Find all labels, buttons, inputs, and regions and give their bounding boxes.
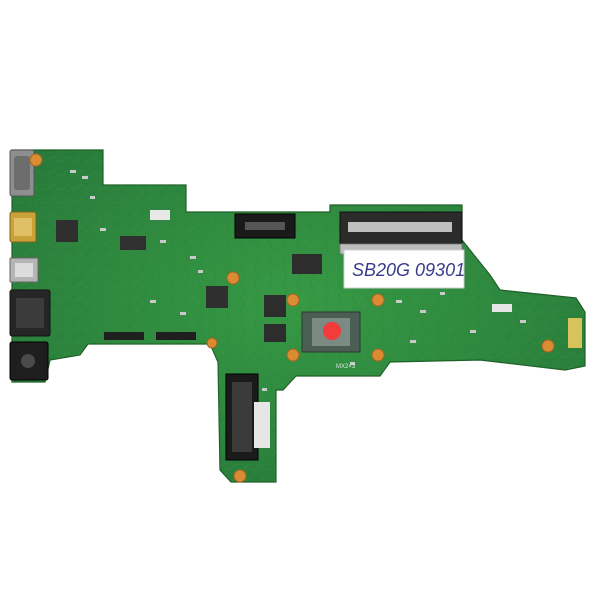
- connector: [156, 332, 196, 340]
- smd-components: [70, 170, 526, 391]
- connector: [568, 318, 582, 348]
- sticker-text: SB20G 09301: [352, 260, 465, 280]
- part-number-sticker: SB20G 09301: [343, 249, 465, 289]
- chip: [120, 236, 146, 250]
- connector: [104, 332, 144, 340]
- chip: [264, 295, 286, 317]
- usb-port: [9, 257, 39, 283]
- chip: [56, 220, 78, 242]
- audio-jack: [9, 341, 49, 381]
- bottom-connector: [225, 373, 259, 461]
- connector: [254, 402, 270, 448]
- mini-displayport: [9, 211, 37, 243]
- chip: [292, 254, 322, 274]
- red-marker: [323, 322, 341, 340]
- ram-slot: [339, 211, 463, 255]
- screw-hole: [29, 153, 555, 483]
- board-marking: MX2×3: [336, 364, 356, 370]
- connector: [150, 210, 170, 220]
- connector: [492, 304, 512, 312]
- ethernet-port: [9, 289, 51, 337]
- cpu-chip: [301, 311, 361, 353]
- vga-port: [9, 149, 35, 197]
- chip: [206, 286, 228, 308]
- chip: [264, 324, 286, 342]
